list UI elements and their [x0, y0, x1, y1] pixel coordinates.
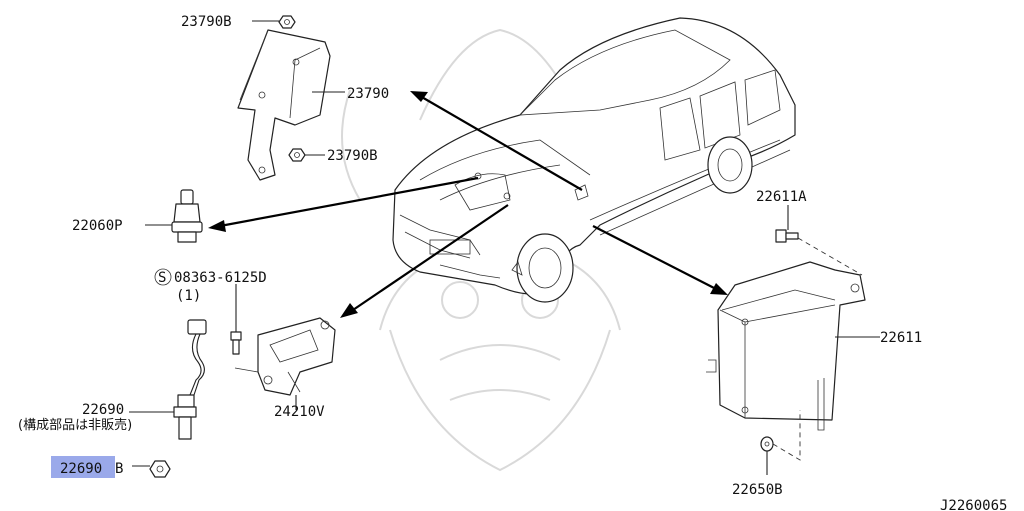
label-24210v: 24210V: [274, 404, 325, 420]
label-22690: 22690: [82, 402, 124, 418]
part-22690-sensor: [129, 319, 207, 478]
circle-s-symbol: [154, 268, 172, 286]
label-08363: 08363-6125D: [174, 270, 267, 286]
label-22690-note: (構成部品は非販売): [18, 417, 132, 433]
part-22650b-clip: [760, 410, 801, 475]
label-22611a: 22611A: [756, 189, 807, 205]
part-24210v-bracket: [234, 317, 336, 410]
label-22060p: 22060P: [72, 218, 123, 234]
highlight-22690b: [51, 456, 115, 478]
label-08363-qty: (1): [176, 288, 201, 304]
part-23790-bracket: [237, 15, 345, 181]
car-illustration: [392, 17, 796, 303]
label-22650b: 22650B: [732, 482, 783, 498]
label-23790b-top: 23790B: [181, 14, 232, 30]
diagram-code: J2260065: [940, 498, 1007, 511]
part-22611a-bolt: [775, 205, 863, 276]
label-22611: 22611: [880, 330, 922, 346]
label-s-symbol: S: [158, 270, 166, 286]
nut-23790b-bottom: [288, 148, 306, 162]
arrows: [208, 91, 728, 318]
label-23790b-bottom: 23790B: [327, 148, 378, 164]
part-22060p-sensor: [145, 189, 203, 243]
label-22690b-suffix: B: [115, 461, 123, 477]
label-23790: 23790: [347, 86, 389, 102]
part-22611-ecu: [706, 261, 880, 431]
part-08363-bolt: [230, 284, 242, 355]
nut-23790b-top: [278, 15, 296, 29]
label-22690b-number: 22690: [60, 461, 102, 477]
nut-22690b: [149, 460, 171, 478]
